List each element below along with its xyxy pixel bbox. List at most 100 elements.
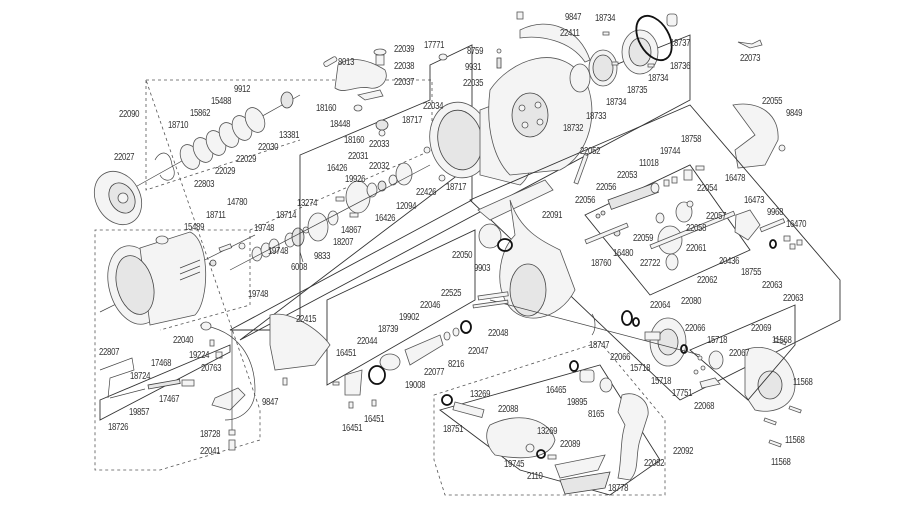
part-label[interactable]: 22054 bbox=[697, 183, 718, 194]
part-label[interactable]: 22027 bbox=[114, 152, 135, 163]
part-label[interactable]: 22030 bbox=[258, 142, 279, 153]
part-label[interactable]: 16451 bbox=[342, 423, 363, 434]
part-label[interactable]: 22525 bbox=[441, 288, 462, 299]
part-label[interactable]: 22080 bbox=[681, 296, 702, 307]
part-label[interactable]: 22073 bbox=[740, 53, 761, 64]
part-label[interactable]: 14867 bbox=[341, 225, 362, 236]
part-label[interactable]: 16451 bbox=[336, 348, 357, 359]
part-label[interactable]: 9912 bbox=[234, 84, 251, 95]
part-label[interactable]: 22063 bbox=[783, 293, 804, 304]
part-label[interactable]: 22029 bbox=[236, 154, 257, 165]
part-label[interactable]: 22056 bbox=[596, 182, 617, 193]
part-label[interactable]: 8165 bbox=[588, 409, 605, 420]
part-label[interactable]: 22031 bbox=[348, 151, 369, 162]
part-label[interactable]: 11568 bbox=[793, 377, 813, 388]
part-label[interactable]: 22032 bbox=[369, 161, 390, 172]
part-label[interactable]: 22044 bbox=[357, 336, 378, 347]
part-label[interactable]: 18737 bbox=[670, 38, 691, 49]
part-label[interactable]: 22046 bbox=[420, 300, 441, 311]
part-label[interactable]: 22050 bbox=[452, 250, 473, 261]
part-label[interactable]: 16473 bbox=[744, 195, 765, 206]
part-label[interactable]: 15718 bbox=[651, 376, 672, 387]
part-label[interactable]: 8216 bbox=[448, 359, 465, 370]
part-label[interactable]: 18448 bbox=[330, 119, 351, 130]
part-label[interactable]: 22411 bbox=[560, 28, 580, 39]
part-label[interactable]: 13269 bbox=[470, 389, 491, 400]
part-label[interactable]: 13269 bbox=[537, 426, 558, 437]
part-label[interactable]: 18711 bbox=[206, 210, 226, 221]
part-label[interactable]: 22722 bbox=[640, 258, 661, 269]
part-label[interactable]: 16470 bbox=[786, 219, 807, 230]
part-label[interactable]: 18733 bbox=[586, 111, 607, 122]
part-label[interactable]: 19895 bbox=[567, 397, 588, 408]
part-label[interactable]: 18778 bbox=[608, 483, 629, 494]
part-label[interactable]: 22063 bbox=[762, 280, 783, 291]
part-label[interactable]: 18736 bbox=[670, 61, 691, 72]
part-label[interactable]: 18724 bbox=[130, 371, 151, 382]
part-label[interactable]: 22038 bbox=[394, 61, 415, 72]
part-label[interactable]: 18160 bbox=[344, 135, 365, 146]
part-label[interactable]: 11568 bbox=[785, 435, 805, 446]
part-label[interactable]: 15489 bbox=[184, 222, 205, 233]
part-label[interactable]: 11568 bbox=[771, 457, 791, 468]
part-label[interactable]: 22059 bbox=[633, 233, 654, 244]
part-label[interactable]: 9931 bbox=[465, 62, 482, 73]
part-label[interactable]: 20436 bbox=[719, 256, 740, 267]
part-label[interactable]: 14780 bbox=[227, 197, 248, 208]
part-label[interactable]: 13274 bbox=[297, 198, 318, 209]
part-label[interactable]: 22415 bbox=[296, 314, 317, 325]
part-label[interactable]: 18735 bbox=[627, 85, 648, 96]
part-label[interactable]: 16465 bbox=[546, 385, 567, 396]
part-label[interactable]: 9847 bbox=[262, 397, 279, 408]
part-label[interactable]: 19745 bbox=[504, 459, 525, 470]
part-label[interactable]: 22040 bbox=[173, 335, 194, 346]
part-label[interactable]: 18207 bbox=[333, 237, 354, 248]
part-label[interactable]: 9847 bbox=[565, 12, 582, 23]
part-label[interactable]: 18758 bbox=[681, 134, 702, 145]
part-label[interactable]: 22033 bbox=[369, 139, 390, 150]
part-label[interactable]: 22055 bbox=[762, 96, 783, 107]
part-label[interactable]: 19748 bbox=[254, 223, 275, 234]
part-label[interactable]: 18732 bbox=[563, 123, 584, 134]
part-label[interactable]: 18726 bbox=[108, 422, 129, 433]
part-label[interactable]: 18717 bbox=[402, 115, 423, 126]
part-label[interactable]: 22029 bbox=[215, 166, 236, 177]
part-label[interactable]: 22067 bbox=[729, 348, 750, 359]
part-label[interactable]: 18751 bbox=[443, 424, 464, 435]
part-label[interactable]: 19008 bbox=[405, 380, 426, 391]
part-label[interactable]: 22052 bbox=[580, 146, 601, 157]
part-label[interactable]: 18755 bbox=[741, 267, 762, 278]
part-label[interactable]: 16451 bbox=[364, 414, 385, 425]
part-label[interactable]: 17467 bbox=[159, 394, 180, 405]
part-label[interactable]: 18728 bbox=[200, 429, 221, 440]
part-label[interactable]: 15488 bbox=[211, 96, 232, 107]
part-label[interactable]: 22807 bbox=[99, 347, 120, 358]
part-label[interactable]: 15718 bbox=[630, 363, 651, 374]
part-label[interactable]: 15862 bbox=[190, 108, 211, 119]
part-label[interactable]: 19744 bbox=[660, 146, 681, 157]
part-label[interactable]: 22041 bbox=[200, 446, 221, 457]
part-label[interactable]: 18747 bbox=[589, 340, 610, 351]
part-label[interactable]: 11018 bbox=[639, 158, 659, 169]
part-label[interactable]: 22037 bbox=[394, 77, 415, 88]
part-label[interactable]: 18160 bbox=[316, 103, 337, 114]
part-label[interactable]: 22082 bbox=[644, 458, 665, 469]
part-label[interactable]: 22047 bbox=[468, 346, 489, 357]
part-label[interactable]: 22090 bbox=[119, 109, 140, 120]
part-label[interactable]: 22035 bbox=[463, 78, 484, 89]
part-label[interactable]: 6008 bbox=[291, 262, 308, 273]
part-label[interactable]: 22061 bbox=[686, 243, 707, 254]
part-label[interactable]: 18734 bbox=[648, 73, 669, 84]
part-label[interactable]: 9849 bbox=[786, 108, 803, 119]
part-label[interactable]: 17771 bbox=[424, 40, 445, 51]
part-label[interactable]: 17468 bbox=[151, 358, 172, 369]
part-label[interactable]: 19748 bbox=[268, 246, 289, 257]
part-label[interactable]: 12094 bbox=[396, 201, 417, 212]
part-label[interactable]: 8013 bbox=[338, 57, 355, 68]
part-label[interactable]: 18710 bbox=[168, 120, 189, 131]
part-label[interactable]: 22803 bbox=[194, 179, 215, 190]
part-label[interactable]: 8759 bbox=[467, 46, 484, 57]
part-label[interactable]: 16478 bbox=[725, 173, 746, 184]
part-label[interactable]: 22034 bbox=[423, 101, 444, 112]
part-label[interactable]: 22091 bbox=[542, 210, 563, 221]
